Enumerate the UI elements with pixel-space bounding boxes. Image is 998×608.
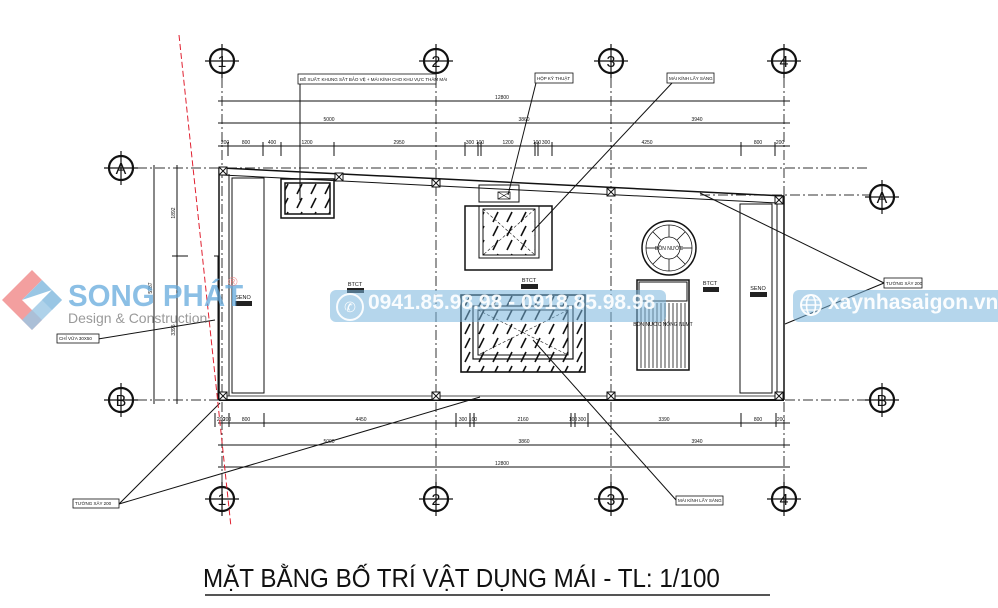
website-watermark-banner [793, 290, 998, 322]
left-dimensions [153, 165, 188, 404]
annotation-skylight-top: MÁI KÍNH LẤY SÁNG [669, 75, 713, 81]
dim-bottom-detail: 100 [569, 417, 578, 423]
dim-bottom-detail: 800 [242, 417, 251, 423]
skylight-small [280, 178, 335, 219]
dim-top-detail: 400 [268, 140, 277, 146]
dim-bottom-bay-2: 3860 [518, 439, 529, 445]
dim-top-detail: 100 [476, 140, 485, 146]
grid-label-4-bottom: 4 [780, 492, 789, 509]
dim-bottom-detail: 2160 [517, 417, 528, 423]
annotation-wall-right: TƯỜNG XÂY 200 [886, 280, 923, 286]
dim-bottom-detail: 3390 [658, 417, 669, 423]
water-tank-label: BỒN NƯỚC [655, 245, 683, 252]
leader-lines [97, 82, 885, 505]
grid-label-3-top: 3 [607, 54, 616, 71]
dim-bottom-overall: 12800 [495, 461, 509, 467]
technical-box [464, 184, 553, 271]
dim-bottom-detail: 4450 [355, 417, 366, 423]
dim-bottom-detail: 200 [223, 417, 232, 423]
grid-label-a-right: A [877, 190, 888, 207]
bottom-dimensions [214, 413, 790, 468]
dim-left-part-1: 1892 [171, 207, 177, 218]
dim-top-detail: 200 [776, 140, 785, 146]
phone-watermark-text: 0941.85.98.98 - 0918.85.98.98 [368, 291, 656, 314]
dim-bottom-detail: 300 [459, 417, 468, 423]
dim-bottom-detail: 800 [754, 417, 763, 423]
phone-watermark-banner [330, 290, 666, 322]
dim-bottom-detail: 200 [777, 417, 786, 423]
dim-left-part-2: 3395 [171, 324, 177, 335]
dim-top-detail: 300 [542, 140, 551, 146]
grid-label-2-bottom: 2 [432, 492, 441, 509]
drawing-title: MẶT BẰNG BỐ TRÍ VẬT DỤNG MÁI - TL: 1/100 [203, 563, 720, 593]
annotation-proposal: ĐỀ XUẤT: KHUNG SẮT BẢO VỆ + MÁI KÍNH CHO… [300, 75, 447, 82]
solar-heater-label: BỒN NƯỚC NÓNG NLMT [633, 321, 692, 328]
btct-label-right: BTCT [703, 281, 718, 287]
grid-label-2-top: 2 [432, 54, 441, 71]
dim-bottom-bay-3: 3940 [691, 439, 702, 445]
dim-left-overall: 5287 [148, 282, 154, 293]
annotation-wall-left: TƯỜNG XÂY 200 [75, 500, 112, 506]
grid-label-1-bottom: 1 [218, 492, 227, 509]
dim-top-detail: 4250 [641, 140, 652, 146]
dim-bottom-detail: 200 [217, 417, 226, 423]
title-underline [205, 594, 770, 596]
brand-logo-mark [2, 270, 62, 330]
phone-icon: ✆ [336, 293, 364, 321]
column-markers [218, 166, 784, 401]
water-tank [641, 220, 697, 276]
btct-label-left: BTCT [348, 282, 363, 288]
top-dimensions [218, 100, 790, 156]
grid-label-a-left: A [116, 161, 127, 178]
dim-top-detail: 800 [754, 140, 763, 146]
website-watermark-text: xaynhasaigon.vn [828, 291, 998, 314]
dim-top-detail: 800 [242, 140, 251, 146]
dim-top-detail: 2950 [393, 140, 404, 146]
seno-label-right: SENO [750, 286, 766, 292]
grid-label-4-top: 4 [780, 54, 789, 71]
brand-subtitle: Design & Construction [68, 310, 208, 326]
grid-label-b-left: B [116, 393, 127, 410]
dim-top-bay-1: 5000 [323, 117, 334, 123]
brand-watermark: SONG PHÁT [68, 278, 244, 313]
dim-top-detail: 200 [221, 140, 230, 146]
grid-label-1-top: 1 [218, 54, 227, 71]
grid-label-b-right: B [877, 393, 888, 410]
dim-top-detail: 1200 [502, 140, 513, 146]
brand-registered-mark: ® [228, 274, 238, 289]
dim-top-detail: 100 [533, 140, 542, 146]
section-cut-line [178, 34, 232, 528]
dim-top-overall: 12800 [495, 95, 509, 101]
globe-icon [800, 294, 822, 316]
dim-bottom-detail: 100 [469, 417, 478, 423]
seno-label-left: SENO [235, 295, 251, 301]
dim-top-detail: 300 [466, 140, 475, 146]
dim-bottom-detail: 300 [578, 417, 587, 423]
btct-label-center: BTCT [522, 278, 537, 284]
grid-label-3-bottom: 3 [607, 492, 616, 509]
dim-top-bay-2: 3860 [518, 117, 529, 123]
dim-top-detail: 1200 [301, 140, 312, 146]
dim-top-bay-3: 3940 [691, 117, 702, 123]
annotation-tech-box: HỘP KỸ THUẬT [537, 75, 570, 81]
annotation-drip: CHỈ VỮA 30X50 [59, 335, 92, 341]
annotation-skylight-bottom: MÁI KÍNH LẤY SÁNG [678, 497, 722, 503]
